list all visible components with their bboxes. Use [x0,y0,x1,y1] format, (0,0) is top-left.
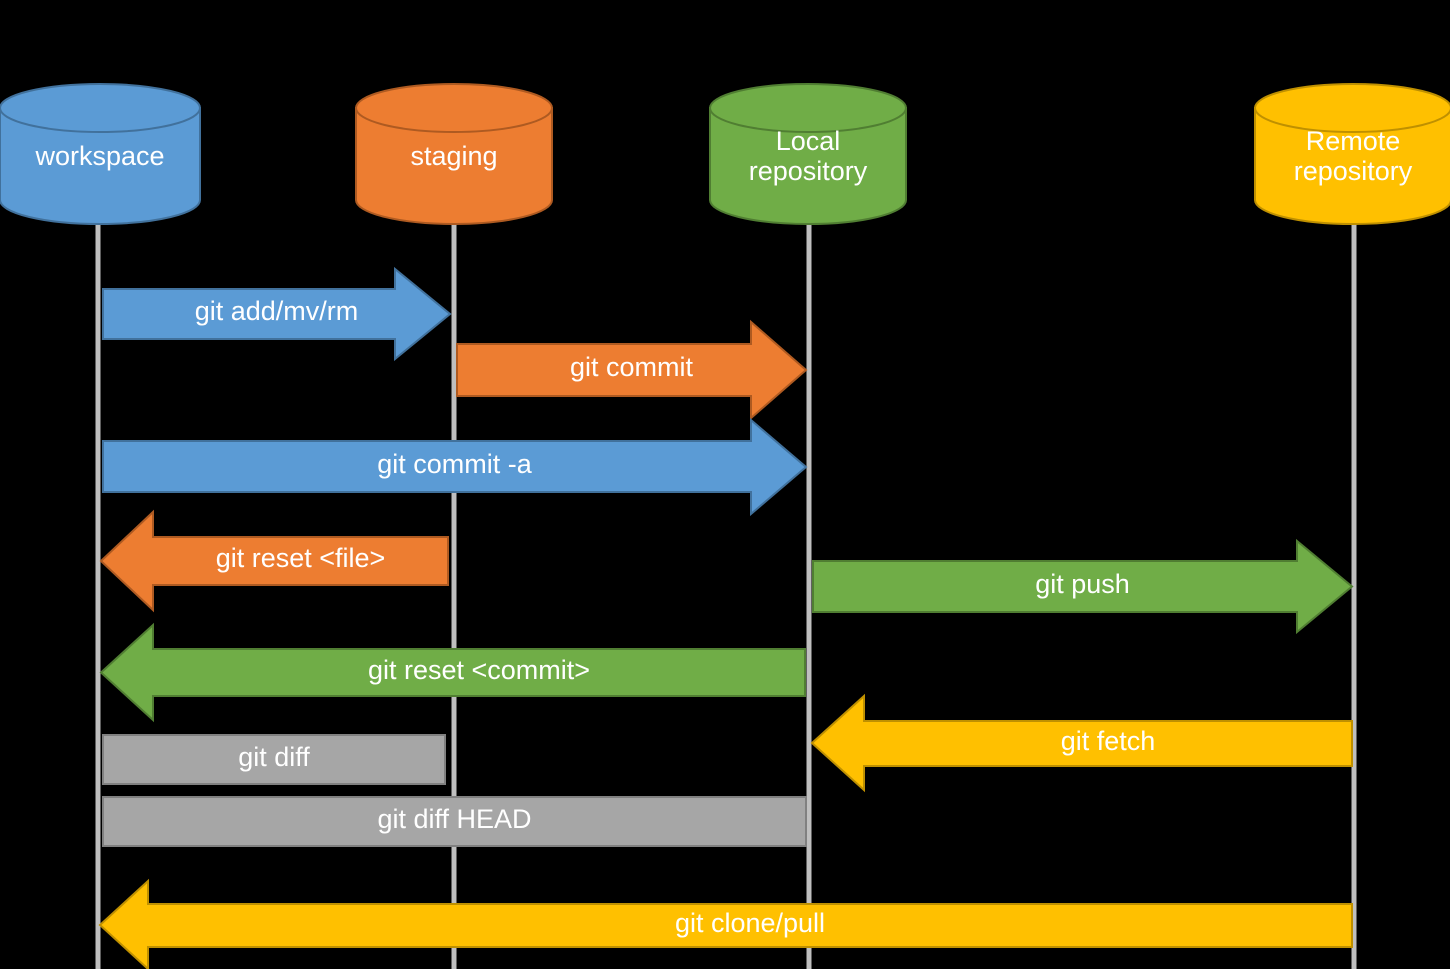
cylinder-top-workspace [0,83,201,133]
cylinder-top-remote-repository [1254,83,1450,133]
arrow-git-clone-pull[interactable] [98,878,1353,969]
arrow-git-diff[interactable] [102,734,446,785]
arrow-git-diff-head[interactable] [102,796,807,847]
arrow-body-git-commit-a [102,417,808,517]
arrow-body-git-fetch [810,693,1353,793]
arrow-git-commit-a[interactable] [102,417,808,517]
cylinder-body-local-repository [709,107,907,225]
arrow-git-reset-file[interactable] [99,509,449,613]
node-local-repository[interactable] [709,83,907,225]
cylinder-top-local-repository [709,83,907,133]
arrow-body-git-push [812,538,1354,635]
arrow-git-add-mv-rm[interactable] [102,266,452,362]
arrow-body-git-commit [456,319,808,421]
arrow-git-reset-commit[interactable] [99,622,806,723]
arrow-body-git-diff-head [102,796,807,847]
node-workspace[interactable] [0,83,201,225]
arrow-git-commit[interactable] [456,319,808,421]
node-remote-repository[interactable] [1254,83,1450,225]
arrow-git-fetch[interactable] [810,693,1353,793]
arrow-body-git-reset-file [99,509,449,613]
arrow-git-push[interactable] [812,538,1354,635]
arrow-body-git-reset-commit [99,622,806,723]
arrow-body-git-diff [102,734,446,785]
arrow-body-git-add-mv-rm [102,266,452,362]
cylinder-body-workspace [0,107,201,225]
arrow-body-git-clone-pull [98,878,1353,969]
cylinder-top-staging [355,83,553,133]
node-staging[interactable] [355,83,553,225]
cylinder-body-staging [355,107,553,225]
cylinder-body-remote-repository [1254,107,1450,225]
